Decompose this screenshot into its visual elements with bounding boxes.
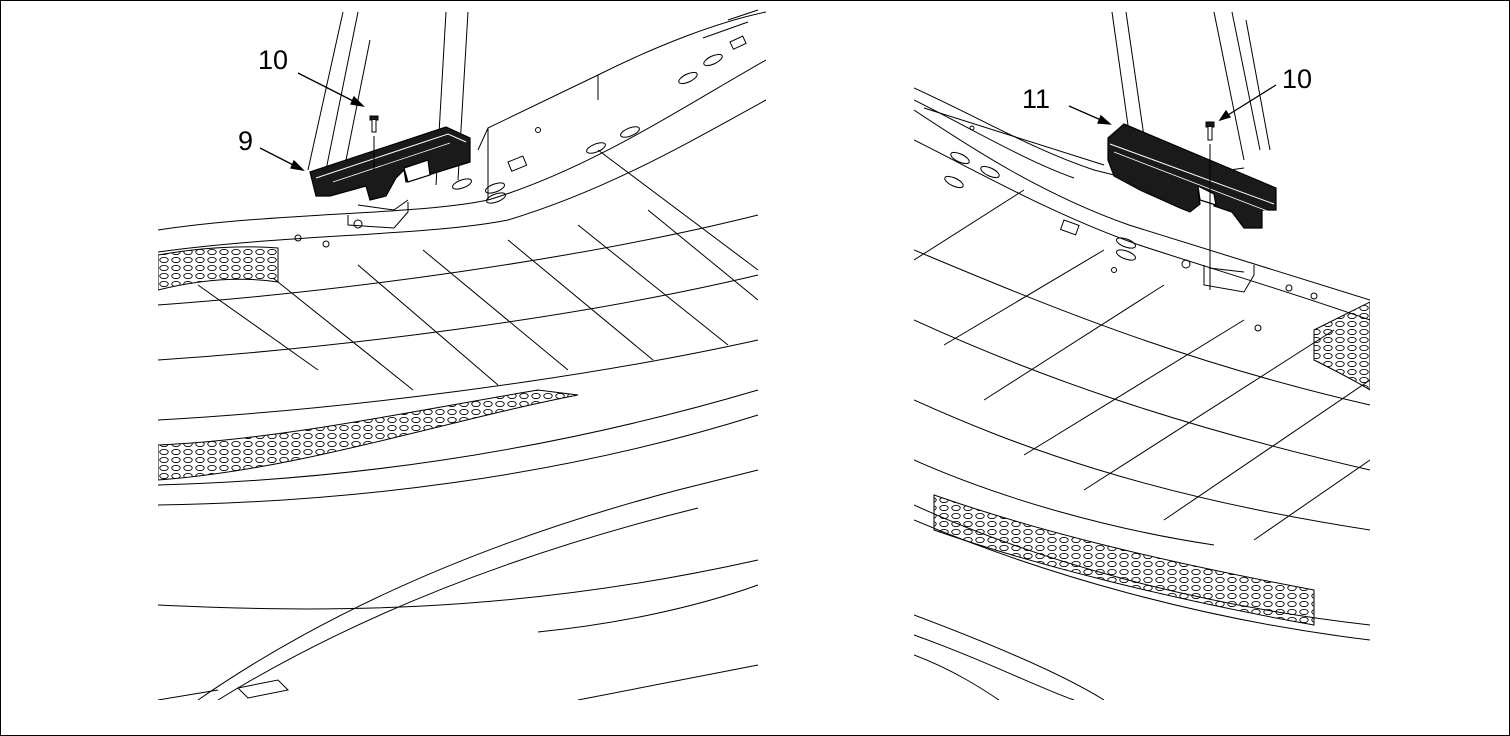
- screw-part-10: [1205, 121, 1215, 290]
- bracket-part-11: [1107, 123, 1277, 229]
- mount-block: [347, 199, 409, 229]
- slat-lines: [914, 189, 1370, 546]
- top-plate: [914, 87, 1370, 321]
- plate-slots: [944, 125, 1318, 332]
- mesh-band-lower: [933, 494, 1315, 626]
- bracket-part-9: [309, 126, 471, 201]
- left-view-drawing: [158, 9, 766, 700]
- top-plate: [158, 9, 766, 253]
- callout-right-bracket: 11: [1022, 84, 1051, 114]
- right-view: [914, 0, 1370, 700]
- leader-arrows: [1068, 84, 1277, 125]
- outer-rim: [158, 389, 759, 700]
- mesh-band-right: [1313, 301, 1370, 391]
- callout-left-bracket: 9: [238, 126, 254, 156]
- screw-part-10: [369, 115, 379, 170]
- left-view: [158, 0, 766, 700]
- mesh-band-upper: [158, 246, 279, 291]
- leader-arrows: [259, 72, 365, 171]
- plate-slots: [294, 35, 747, 248]
- mount-block: [1203, 265, 1255, 293]
- callout-left-screw: 10: [258, 45, 289, 75]
- mesh-band-lower: [158, 389, 579, 481]
- slat-lines: [158, 149, 759, 421]
- outer-rim: [914, 504, 1370, 700]
- callout-right-screw: 10: [1282, 64, 1313, 94]
- right-view-drawing: [914, 11, 1370, 700]
